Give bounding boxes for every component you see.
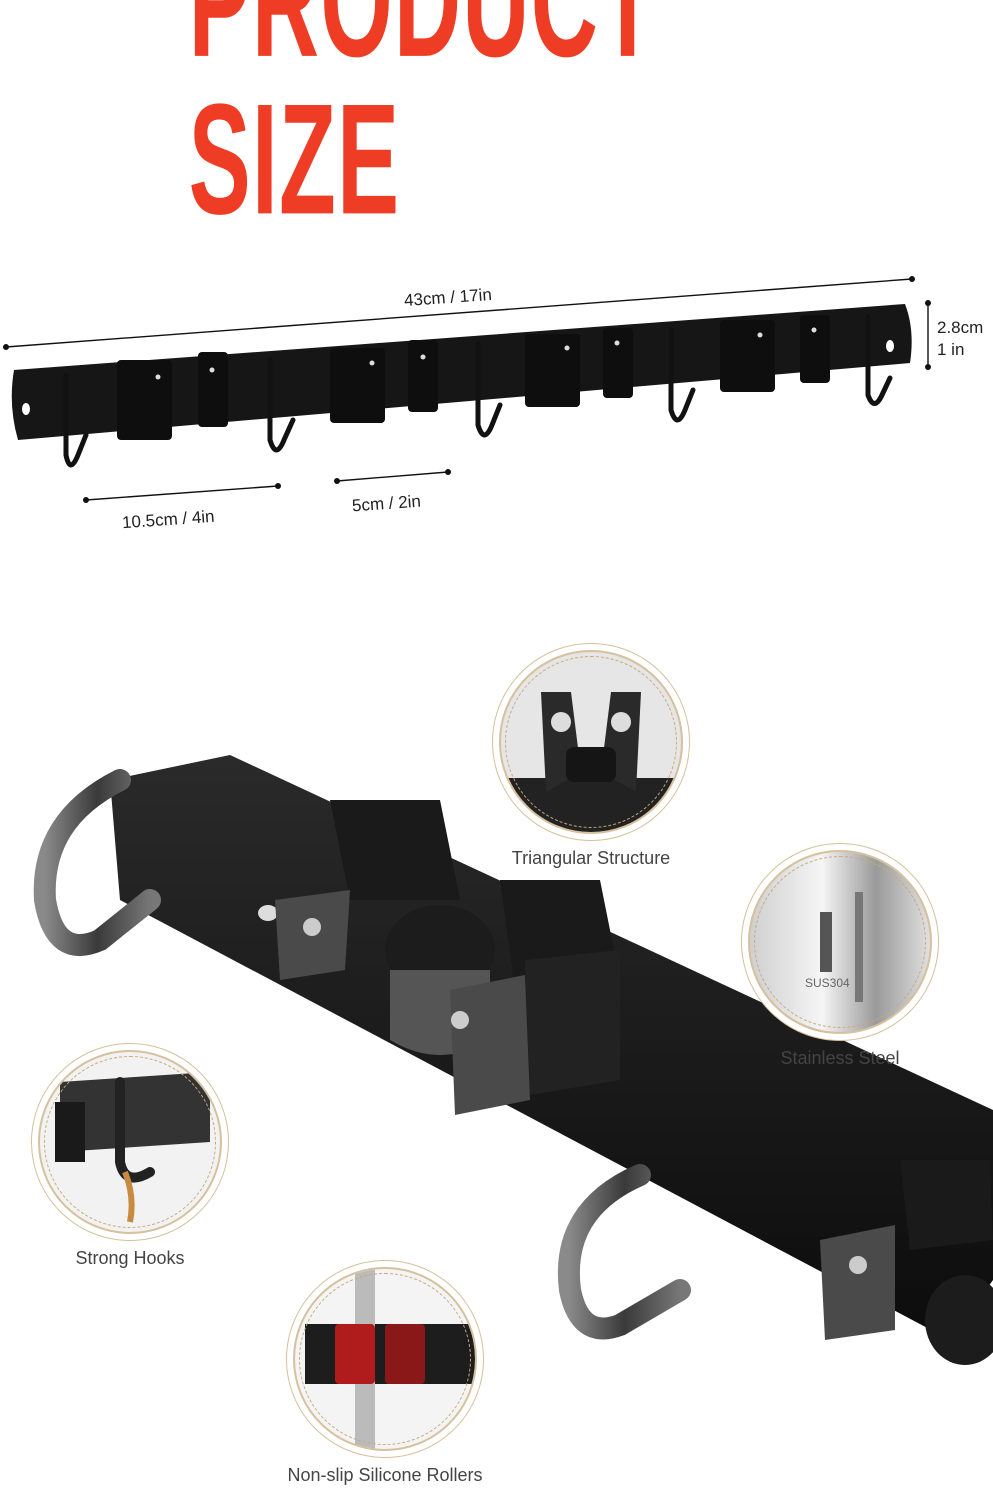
feature-strong-hooks: Strong Hooks: [30, 1050, 230, 1269]
length-dimension-line: [3, 276, 915, 350]
hook-left: [33, 769, 161, 956]
rack-hooks: [63, 313, 893, 468]
dimension-diagram: [3, 276, 931, 503]
hook-spacing-line: [83, 483, 281, 503]
silicone-rollers-image: [293, 1267, 477, 1451]
product-closeup-image: [33, 755, 993, 1365]
feature-caption: Strong Hooks: [75, 1248, 185, 1268]
height-in-label: 1 in: [937, 340, 965, 359]
triangular-structure-image: [499, 650, 683, 834]
sus304-stamp: SUS304: [805, 976, 850, 990]
holder-screws: [155, 327, 817, 380]
stainless-steel-image: SUS304: [748, 850, 932, 1034]
feature-caption: Non-slip Silicone Rollers: [287, 1465, 483, 1485]
holder-2: [450, 880, 620, 1115]
feature-caption: Triangular Structure: [511, 848, 671, 868]
holder-1: [275, 800, 460, 980]
rack-rail: [11, 304, 912, 440]
hook-right: [557, 1164, 691, 1340]
holder-width-line: [334, 469, 451, 484]
strong-hooks-image: [38, 1050, 222, 1234]
height-cm-label: 2.8cm: [937, 318, 984, 337]
feature-silicone-rollers: Non-slip Silicone Rollers: [285, 1267, 485, 1486]
feature-triangular-structure: Triangular Structure: [491, 650, 691, 869]
feature-stainless-steel: SUS304 Stainless Steel: [740, 850, 940, 1069]
page-title: PRODUCT SIZE: [188, 0, 658, 247]
mount-hole: [258, 905, 278, 921]
rack-holders: [117, 315, 830, 440]
holder-3: [820, 1160, 993, 1365]
feature-caption: Stainless Steel: [780, 1048, 900, 1068]
height-dimension-line: [925, 300, 931, 370]
